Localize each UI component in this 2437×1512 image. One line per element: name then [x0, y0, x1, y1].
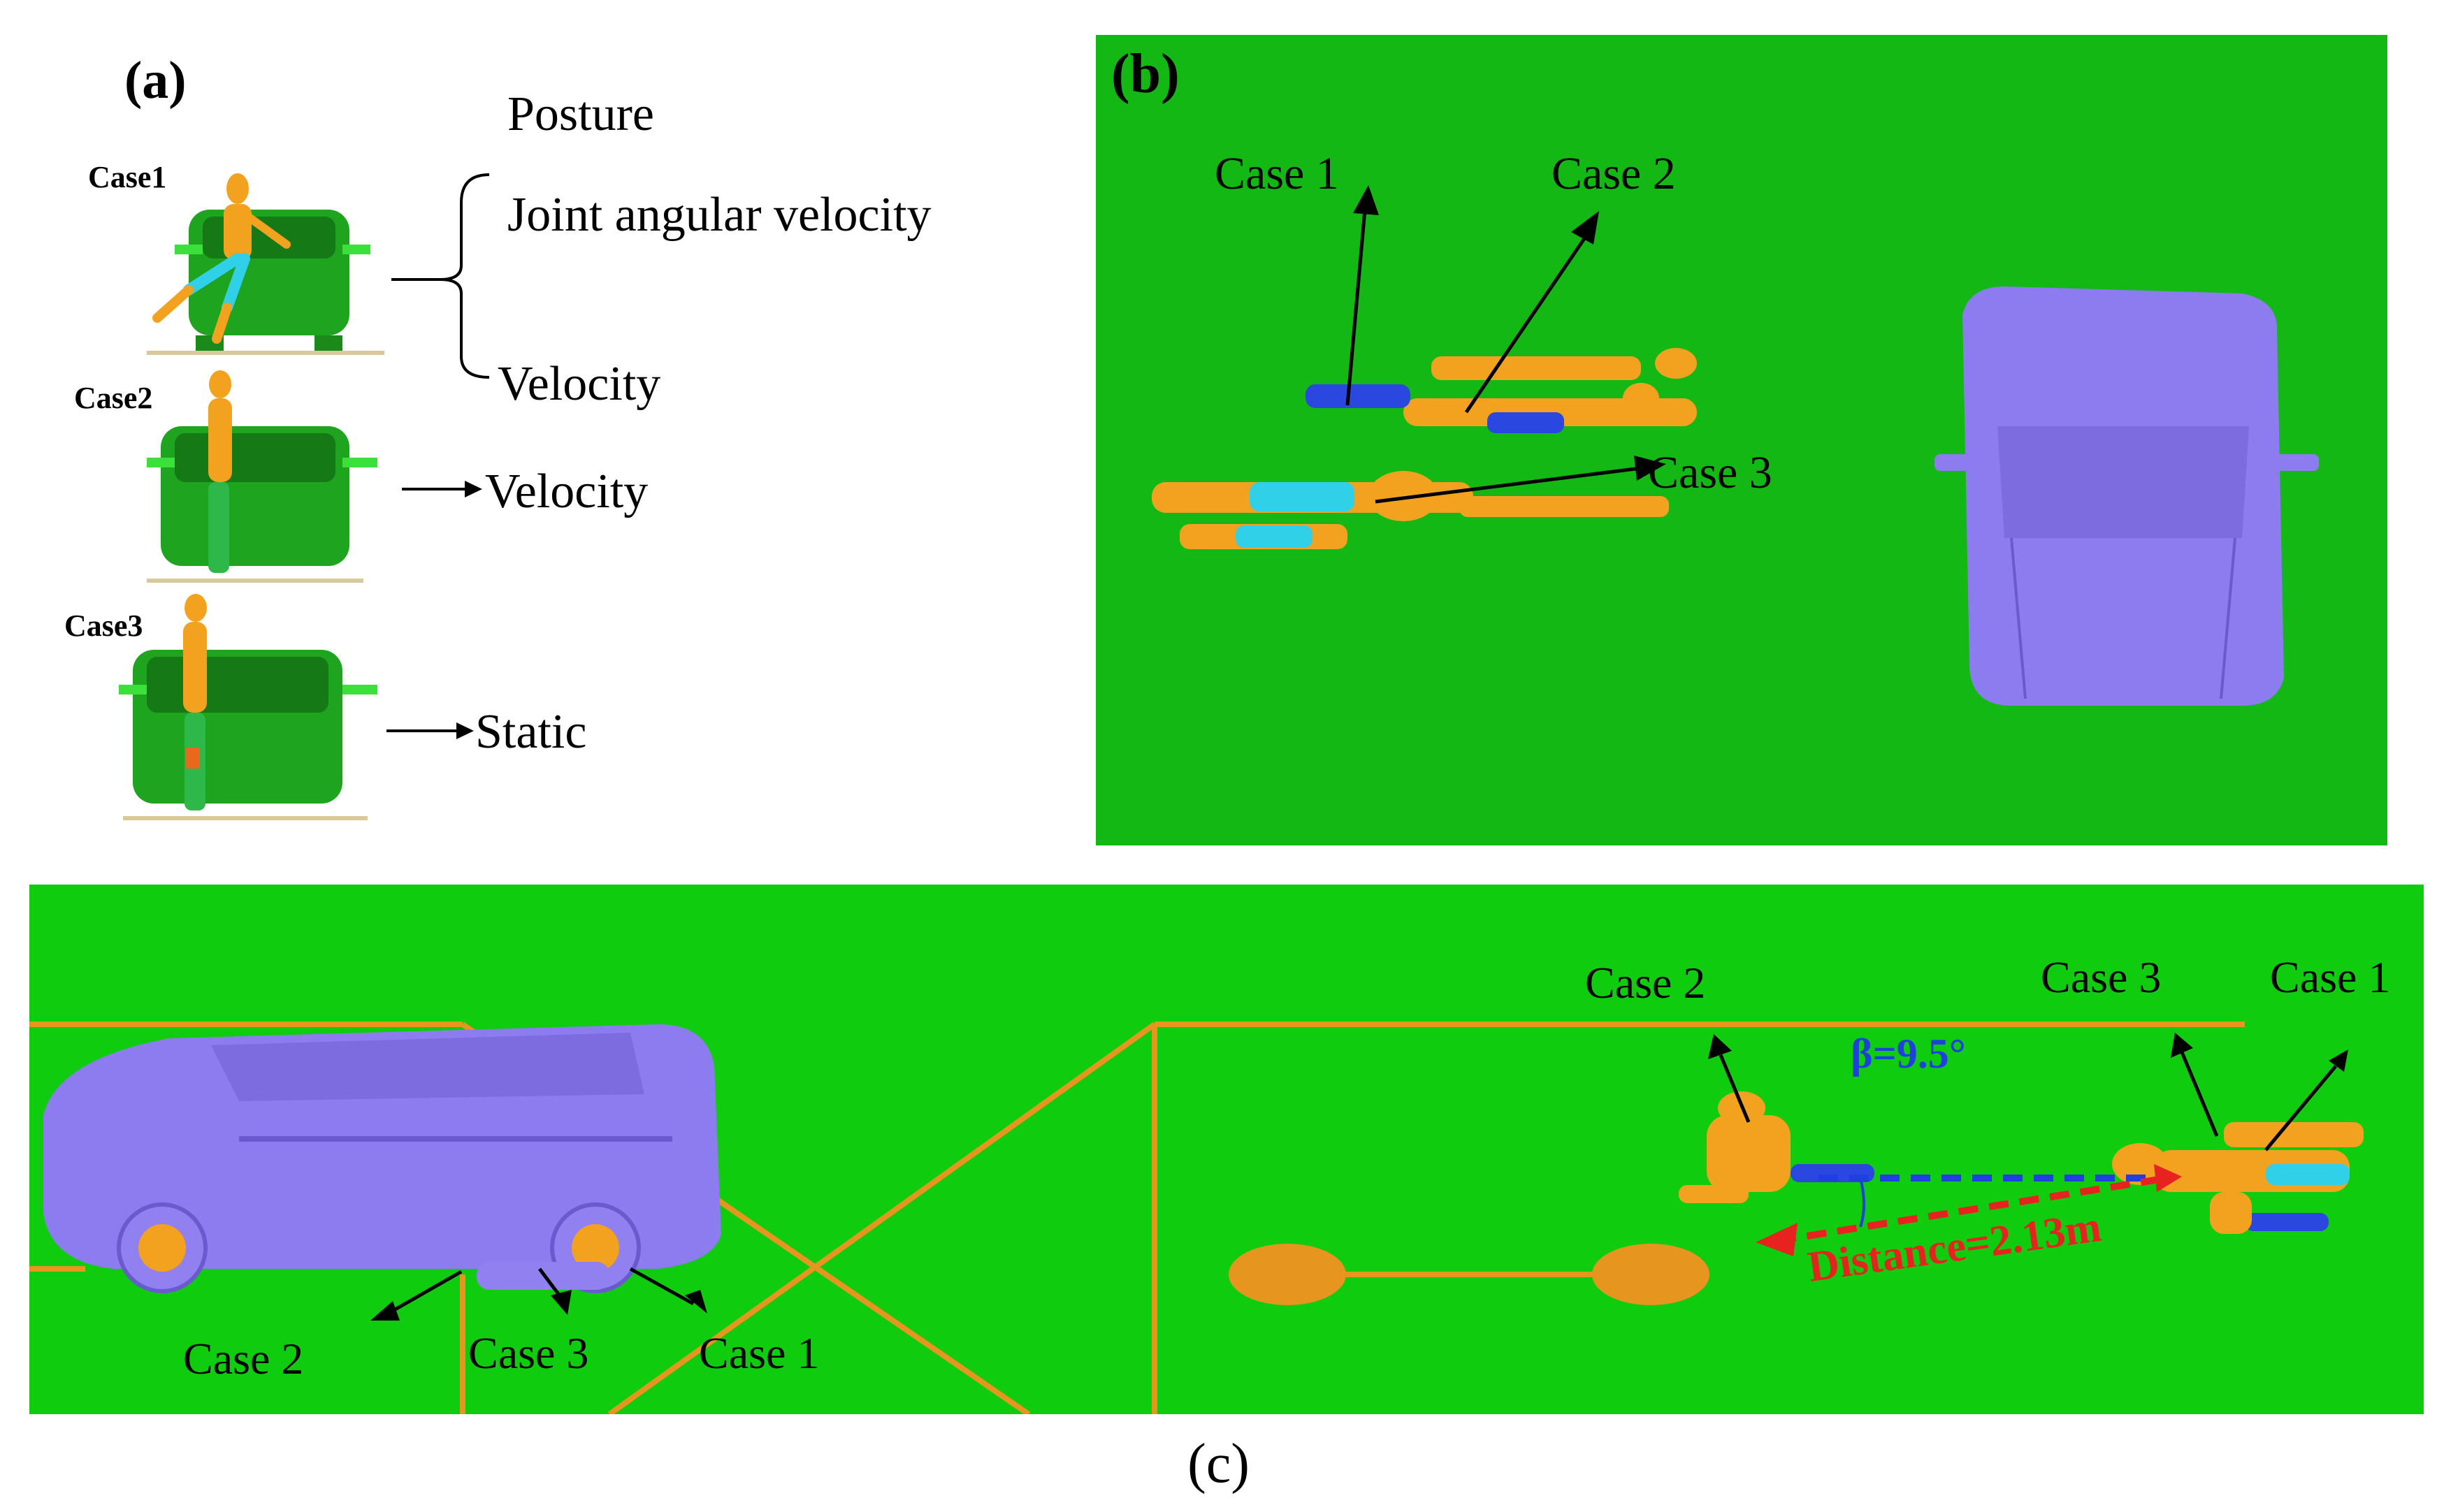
panel-b-case1: Case 1 — [1215, 148, 1339, 199]
panel-c-side-view: Case 2 Case 3 Case 1 β=9.5° Distance=2.1… — [29, 885, 2424, 1417]
panel-c-vehicle-case2: Case 2 — [183, 1334, 303, 1383]
panel-c-ped-case2: Case 2 — [1585, 958, 1705, 1008]
case1-label: Case1 — [88, 160, 167, 194]
case2-arrow — [402, 481, 482, 497]
case1-vehicle-rear-view — [147, 173, 384, 355]
panel-b-case2: Case 2 — [1552, 148, 1676, 199]
panel-c-scene: Case 2 Case 3 Case 1 β=9.5° Distance=2.1… — [29, 952, 2390, 1417]
case3-label: Case3 — [64, 609, 143, 643]
panel-c-dummies-case1-case3 — [2112, 1122, 2364, 1234]
panel-c-caption: (c) — [1187, 1433, 1250, 1495]
case2-label: Case2 — [74, 381, 153, 415]
case2-vehicle-rear-view — [147, 370, 377, 583]
panel-c-distance-label: Distance=2.13m — [1805, 1203, 2104, 1291]
case3-arrow — [386, 722, 474, 739]
case2-param-velocity: Velocity — [485, 465, 649, 518]
panel-c-vehicle-case3: Case 3 — [468, 1328, 588, 1378]
panel-b-case3: Case 3 — [1648, 447, 1772, 498]
panel-b-vehicle — [1935, 286, 2319, 706]
case1-param-joint-angular-velocity: Joint angular velocity — [507, 188, 932, 242]
panel-c-ped-case1: Case 1 — [2270, 952, 2390, 1002]
panel-b-top-view: (b) Case 1 Case 2 Case 3 — [1096, 35, 2387, 845]
panel-a-label: (a) — [124, 51, 187, 110]
case1-param-velocity: Velocity — [498, 357, 661, 411]
panel-c-vehicle-case1: Case 1 — [699, 1328, 819, 1378]
panel-c-angle-label: β=9.5° — [1851, 1031, 1966, 1077]
panel-c-vehicle — [43, 1024, 721, 1293]
case1-brace — [391, 173, 490, 379]
panel-c-dummy-case2 — [1679, 1091, 1874, 1203]
case3-vehicle-rear-view — [119, 594, 377, 820]
road-marker-left — [1229, 1244, 1346, 1305]
panel-b-scene: (b) Case 1 Case 2 Case 3 — [1111, 43, 2319, 706]
panel-b-dummies — [1152, 348, 1697, 549]
road-marker-right — [1592, 1244, 1709, 1305]
panel-c-ped-case3: Case 3 — [2041, 952, 2161, 1002]
case3-param-static: Static — [475, 705, 587, 759]
case1-param-posture: Posture — [507, 87, 654, 141]
panel-b-label: (b) — [1111, 43, 1180, 105]
